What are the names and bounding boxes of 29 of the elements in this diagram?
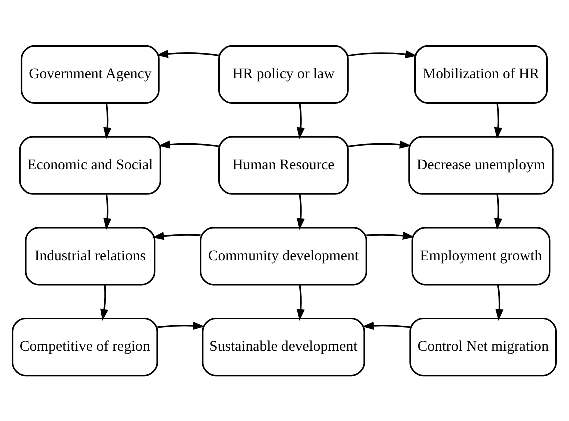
arrow [152, 232, 201, 240]
arrow [348, 140, 412, 148]
node-box: Community development [200, 226, 368, 286]
node-box: Human Resource [218, 136, 349, 194]
arrow [104, 194, 112, 230]
node-box: Industrial relations [25, 226, 156, 286]
arrow [366, 231, 415, 240]
arrow [494, 102, 502, 139]
node-box: HR policy or law [218, 44, 349, 104]
arrow [158, 140, 220, 148]
arrow [348, 50, 418, 58]
arrow [158, 321, 205, 330]
node-box: Government Agency [20, 44, 160, 104]
node-box: Decrease unemploym [408, 136, 554, 194]
arrow [362, 321, 410, 330]
node-box: Control Net migration [410, 317, 558, 376]
arrow [496, 284, 504, 321]
node-box: Competitive of region [12, 317, 158, 376]
arrow [296, 102, 305, 139]
arrow [296, 284, 305, 321]
arrow [156, 50, 220, 58]
node-box: Mobilization of HR [414, 44, 548, 104]
arrow [494, 194, 502, 230]
node-box: Employment growth [412, 226, 551, 286]
arrow [104, 102, 112, 139]
arrow [296, 194, 305, 230]
arrow [100, 284, 109, 320]
node-box: Economic and Social [19, 136, 162, 194]
node-box: Sustainable development [202, 317, 366, 376]
